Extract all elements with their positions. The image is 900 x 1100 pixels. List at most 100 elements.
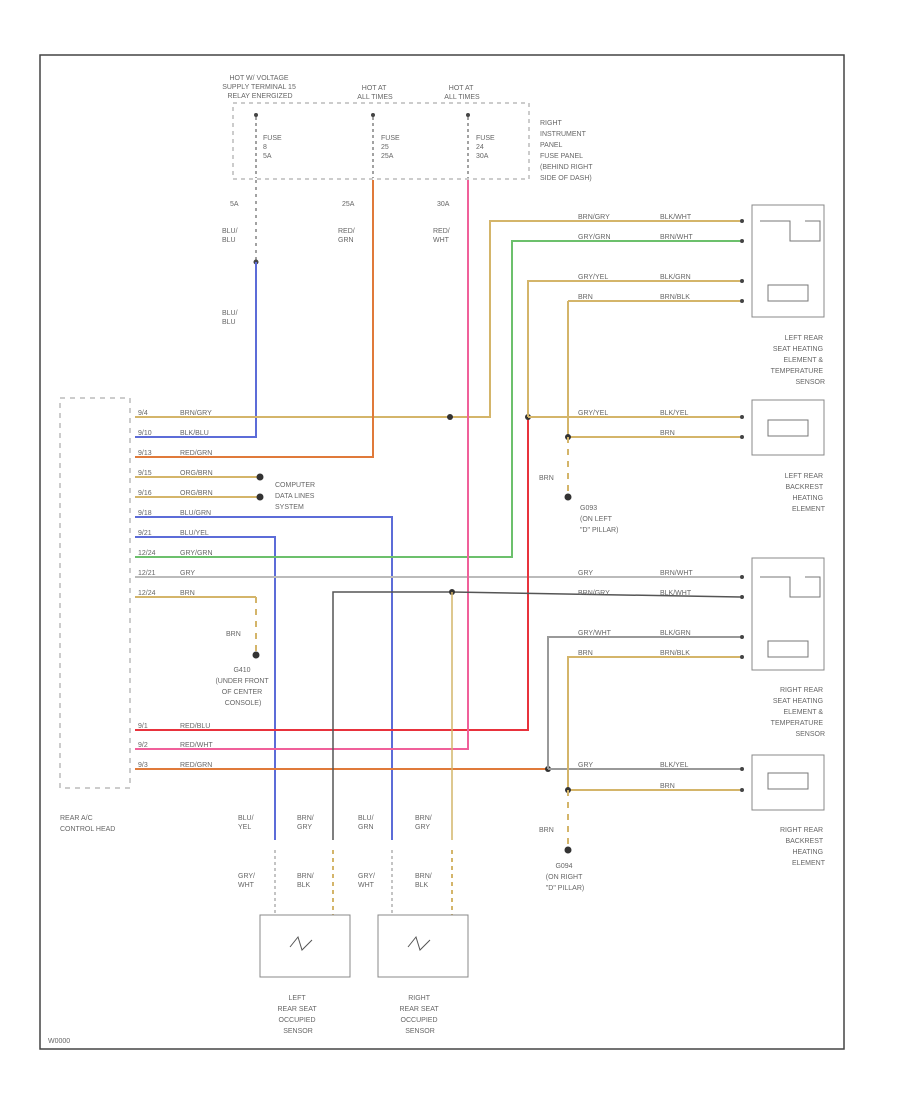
wire-label-right: BRN/BLK (660, 294, 690, 301)
pin-number: 9/21 (138, 530, 152, 537)
pin-number: 9/4 (138, 410, 148, 417)
bottom-wire-labels: BLU/YEL BRN/GRY BLU/GRN BRN/GRY GRY/WHT … (238, 815, 432, 889)
left-seat-element-label: LEFT REAR SEAT HEATING ELEMENT & TEMPERA… (771, 335, 825, 386)
control-head-label: REAR A/C CONTROL HEAD (60, 815, 115, 833)
wire-label-right: BRN/WHT (660, 234, 693, 241)
pin-wire-color: GRY (180, 570, 195, 577)
ground-g410-label: G410 (UNDER FRONT OF CENTER CONSOLE) (215, 667, 270, 707)
svg-text:BRN: BRN (539, 475, 554, 482)
wire-blu-yel (135, 536, 276, 840)
pin-number: 12/24 (138, 590, 156, 597)
ground-g094-label: G094 (ON RIGHT "D" PILLAR) (546, 863, 584, 892)
wire-red-grn-25a (135, 180, 374, 458)
pin-wire-color: RED/GRN (180, 762, 212, 769)
left-backrest-label: LEFT REAR BACKREST HEATING ELEMENT (785, 473, 826, 513)
heating-element-icons (760, 220, 821, 790)
wire-label-left: GRY/GRN (578, 234, 611, 241)
right-seat-element-label: RIGHT REAR SEAT HEATING ELEMENT & TEMPER… (771, 687, 825, 738)
left-occupied-sensor-box (259, 914, 351, 978)
right-backrest-box (751, 754, 825, 811)
right-connectors (740, 219, 744, 792)
wire-blu-grn (135, 516, 393, 840)
wire-label-right: BLK/GRN (660, 630, 691, 637)
left-occupied-label: LEFT REAR SEAT OCCUPIED SENSOR (278, 995, 319, 1035)
wire-label-right: BLK/GRN (660, 274, 691, 281)
control-head-box (59, 397, 131, 789)
wire-red-wht (135, 180, 469, 750)
pin-wire-color: BLU/YEL (180, 530, 209, 537)
wire-label-left: GRY (578, 762, 593, 769)
svg-text:30A: 30A (437, 201, 450, 208)
wire-label-left: GRY/WHT (578, 630, 612, 637)
bottom-wire-runs (274, 850, 453, 915)
fuse-panel-label: RIGHT INSTRUMENT PANEL FUSE PANEL (BEHIN… (540, 120, 594, 182)
pin-wire-color: BLK/BLU (180, 430, 209, 437)
wire-gry-wht-right (332, 591, 741, 840)
pin-number: 9/13 (138, 450, 152, 457)
pin-wire-color: RED/BLU (180, 723, 210, 730)
wire-label-left: BRN/GRY (578, 214, 610, 221)
pin-number: 9/16 (138, 490, 152, 497)
computer-data-lines-label: COMPUTER DATA LINES SYSTEM (275, 482, 317, 511)
left-rear-seat-heater-box (751, 204, 825, 318)
wire-label-left: GRY/YEL (578, 410, 608, 417)
pin-wire-color: RED/WHT (180, 742, 213, 749)
svg-text:BRN: BRN (226, 631, 241, 638)
pin-wire-color: BRN (180, 590, 195, 597)
svg-text:BRN/BLK: BRN/BLK (297, 873, 314, 889)
pin-wire-color: ORG/BRN (180, 470, 213, 477)
right-occupied-sensor-box (377, 914, 469, 978)
wire-gry-wht-r (547, 636, 740, 769)
svg-text:25A: 25A (342, 201, 355, 208)
pin-number: 9/18 (138, 510, 152, 517)
ground-g093-label: G093 (ON LEFT "D" PILLAR) (580, 505, 618, 534)
svg-text:BLU/YEL: BLU/YEL (238, 815, 254, 831)
right-occupied-label: RIGHT REAR SEAT OCCUPIED SENSOR (400, 995, 441, 1035)
wire-label-right: BRN/BLK (660, 650, 690, 657)
svg-text:RED/GRN: RED/GRN (338, 228, 355, 244)
pin-number: 9/2 (138, 742, 148, 749)
svg-text:5A: 5A (230, 201, 239, 208)
svg-text:GRY/WHT: GRY/WHT (358, 873, 375, 889)
pin-number: 12/21 (138, 570, 156, 577)
pin-wire-color: BRN/GRY (180, 410, 212, 417)
diagram-border (39, 54, 845, 1050)
wire-label-right: BLK/WHT (660, 214, 692, 221)
wire-brn-gry-top (135, 220, 740, 418)
svg-text:BLU/BLU: BLU/BLU (222, 228, 238, 244)
pin-number: 12/24 (138, 550, 156, 557)
wire-brn-r (567, 656, 740, 790)
fuse-panel-box (232, 102, 530, 180)
svg-text:GRY/WHT: GRY/WHT (238, 873, 255, 889)
wire-label-left: GRY/YEL (578, 274, 608, 281)
pin-wire-color: RED/GRN (180, 450, 212, 457)
pin-number: 9/10 (138, 430, 152, 437)
wire-label-left: BRN/GRY (578, 590, 610, 597)
right-backrest-label: RIGHT REAR BACKREST HEATING ELEMENT (780, 827, 826, 867)
svg-text:BRN/BLK: BRN/BLK (415, 873, 432, 889)
left-backrest-box (751, 399, 825, 456)
svg-text:BRN: BRN (539, 827, 554, 834)
pin-wire-color: BLU/GRN (180, 510, 211, 517)
wire-label-left: BRN (578, 294, 593, 301)
hot-all-times-1: HOT AT ALL TIMES (357, 85, 393, 101)
wire-label-left: BRN (578, 650, 593, 657)
wire-red-blu (135, 417, 529, 731)
svg-text:BRN/GRY: BRN/GRY (297, 815, 314, 831)
wire-label-right: BLK/YEL (660, 410, 689, 417)
wire-gry-grn (135, 240, 740, 558)
wire-label-left: GRY (578, 570, 593, 577)
wire-label-right: BRN/WHT (660, 570, 693, 577)
pin-wire-color: GRY/GRN (180, 550, 213, 557)
diagram-id: W0000 (48, 1038, 70, 1045)
right-wire-labels: BRN/GRY BLK/WHT GRY/GRN BRN/WHT GRY/YEL BLK/G… (578, 214, 693, 790)
wire-blk-blu (135, 262, 257, 438)
